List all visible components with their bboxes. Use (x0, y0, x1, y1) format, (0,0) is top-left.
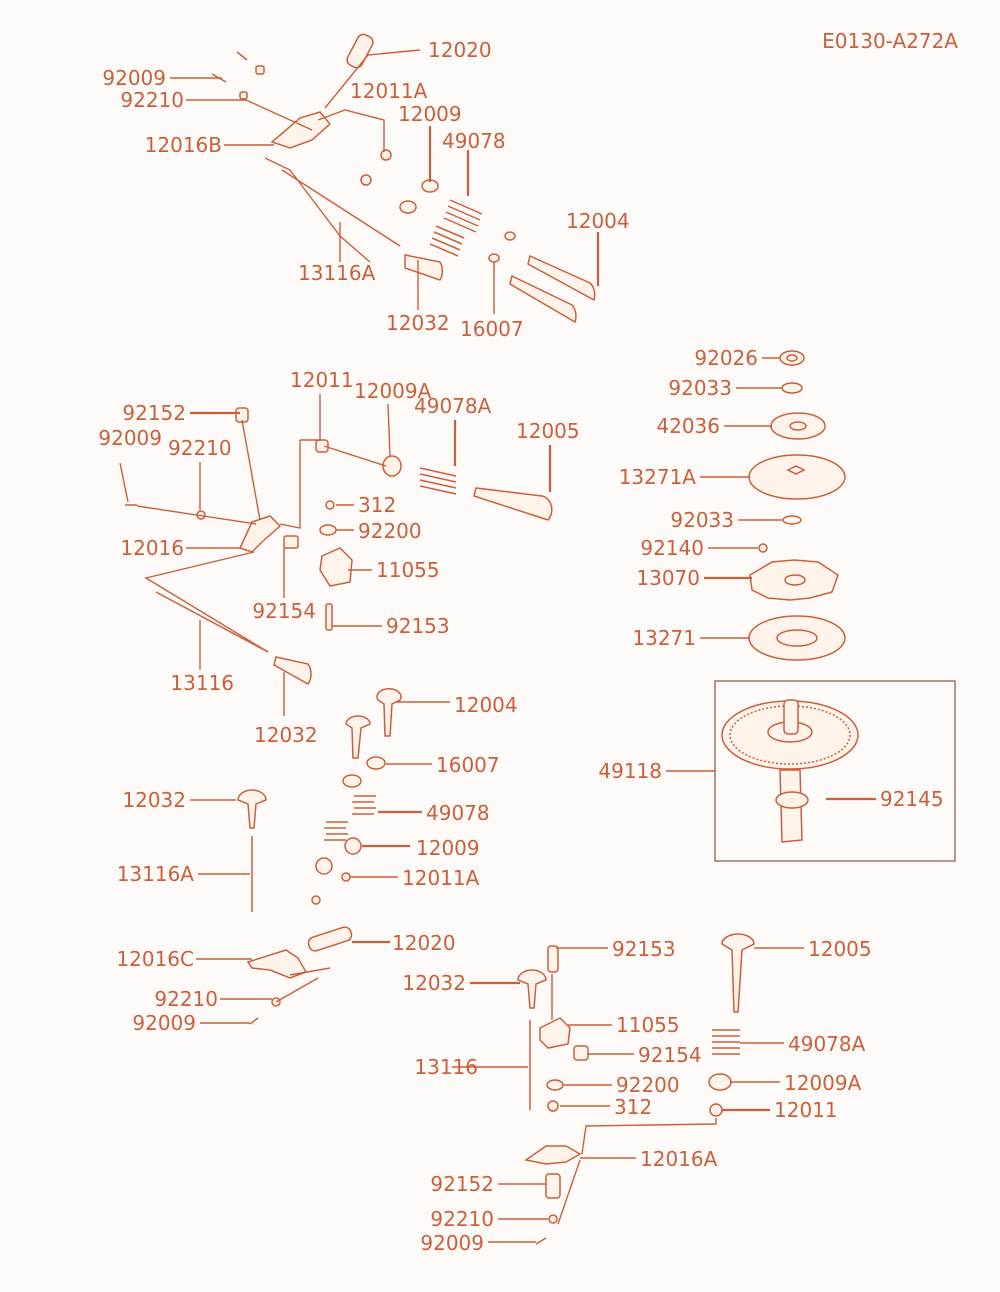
label-92009: 92009 (102, 66, 166, 90)
group-b-labels: 92152 92009 92210 12011 12009A 49078A 12… (98, 368, 579, 747)
rocker-arm-12016 (238, 515, 282, 553)
diagram-code: E0130-A272A (822, 29, 958, 53)
label-92033: 92033 (668, 376, 732, 400)
label-16007: 16007 (436, 753, 500, 777)
label-12032: 12032 (122, 788, 186, 812)
label-49118: 49118 (598, 759, 662, 783)
group-g-leaders (666, 357, 876, 801)
group-g-parts (748, 350, 846, 661)
label-92154: 92154 (252, 599, 316, 623)
label-13116: 13116 (414, 1055, 478, 1079)
label-92152: 92152 (122, 401, 186, 425)
label-12005: 12005 (516, 419, 580, 443)
label-92009: 92009 (132, 1011, 196, 1035)
label-13070: 13070 (636, 566, 700, 590)
label-49078A: 49078A (788, 1032, 866, 1056)
group-g-labels: 92026 92033 42036 13271A 92033 92140 130… (598, 346, 943, 811)
label-12016C: 12016C (116, 947, 194, 971)
group-b-parts (125, 407, 553, 685)
label-42036: 42036 (656, 414, 720, 438)
label-312: 312 (614, 1095, 652, 1119)
guide-11055 (539, 1017, 571, 1049)
label-12020: 12020 (428, 38, 492, 62)
group-c-leaders (190, 701, 450, 1024)
label-12004: 12004 (454, 693, 518, 717)
label-12032: 12032 (386, 311, 450, 335)
label-92210: 92210 (168, 436, 232, 460)
group-a-parts (211, 33, 596, 324)
label-13116A: 13116A (117, 862, 195, 886)
label-13271: 13271 (632, 626, 696, 650)
label-12016B: 12016B (145, 133, 222, 157)
label-11055: 11055 (616, 1013, 680, 1037)
label-92009: 92009 (98, 426, 162, 450)
label-12009: 12009 (416, 836, 480, 860)
label-16007: 16007 (460, 317, 524, 341)
label-92200: 92200 (358, 519, 422, 543)
label-12032: 12032 (254, 723, 318, 747)
group-b-leaders (119, 394, 552, 716)
label-92153: 92153 (612, 937, 676, 961)
label-92154: 92154 (638, 1043, 702, 1067)
label-92153: 92153 (386, 614, 450, 638)
label-12009A: 12009A (354, 379, 432, 403)
label-13116: 13116 (170, 671, 234, 695)
group-c-parts (237, 688, 402, 1025)
label-12009A: 12009A (784, 1071, 862, 1095)
label-312: 312 (358, 493, 396, 517)
label-92009: 92009 (420, 1231, 484, 1255)
label-92200: 92200 (616, 1073, 680, 1097)
label-12005: 12005 (808, 937, 872, 961)
label-12011A: 12011A (402, 866, 480, 890)
group-a-leaders (170, 49, 600, 314)
label-12020: 12020 (392, 931, 456, 955)
rocker-arm-12016C (246, 949, 308, 979)
label-12011: 12011 (774, 1098, 838, 1122)
label-13271A: 13271A (619, 465, 697, 489)
group-d-labels: 92153 12005 12032 11055 92154 13116 4907… (402, 937, 871, 1255)
label-92152: 92152 (430, 1172, 494, 1196)
label-49078: 49078 (426, 801, 490, 825)
label-12016A: 12016A (640, 1147, 718, 1171)
label-92210: 92210 (120, 88, 184, 112)
label-12011A: 12011A (350, 79, 428, 103)
group-g-box (714, 680, 956, 862)
group-d-leaders (452, 947, 804, 1243)
label-49078: 49078 (442, 129, 506, 153)
label-92026: 92026 (694, 346, 758, 370)
label-12009: 12009 (398, 102, 462, 126)
group-d-parts (517, 933, 755, 1245)
label-92140: 92140 (640, 536, 704, 560)
label-92210: 92210 (154, 987, 218, 1011)
label-12032: 12032 (402, 971, 466, 995)
label-92145: 92145 (880, 787, 944, 811)
label-92210: 92210 (430, 1207, 494, 1231)
group-c-labels: 12004 16007 12032 49078 12009 13116A 120… (116, 693, 517, 1035)
group-a-labels: 12020 92009 92210 12011A 12016B 12009 49… (102, 38, 629, 341)
guide-11055 (319, 547, 353, 587)
label-92033-b: 92033 (670, 508, 734, 532)
rocker-arm-12016B (270, 111, 332, 149)
label-12016: 12016 (120, 536, 184, 560)
label-12004: 12004 (566, 209, 630, 233)
label-11055: 11055 (376, 558, 440, 582)
label-12011: 12011 (290, 368, 354, 392)
label-13116A: 13116A (298, 261, 376, 285)
label-49078A: 49078A (414, 394, 492, 418)
rocker-arm-12016A (524, 1145, 582, 1165)
